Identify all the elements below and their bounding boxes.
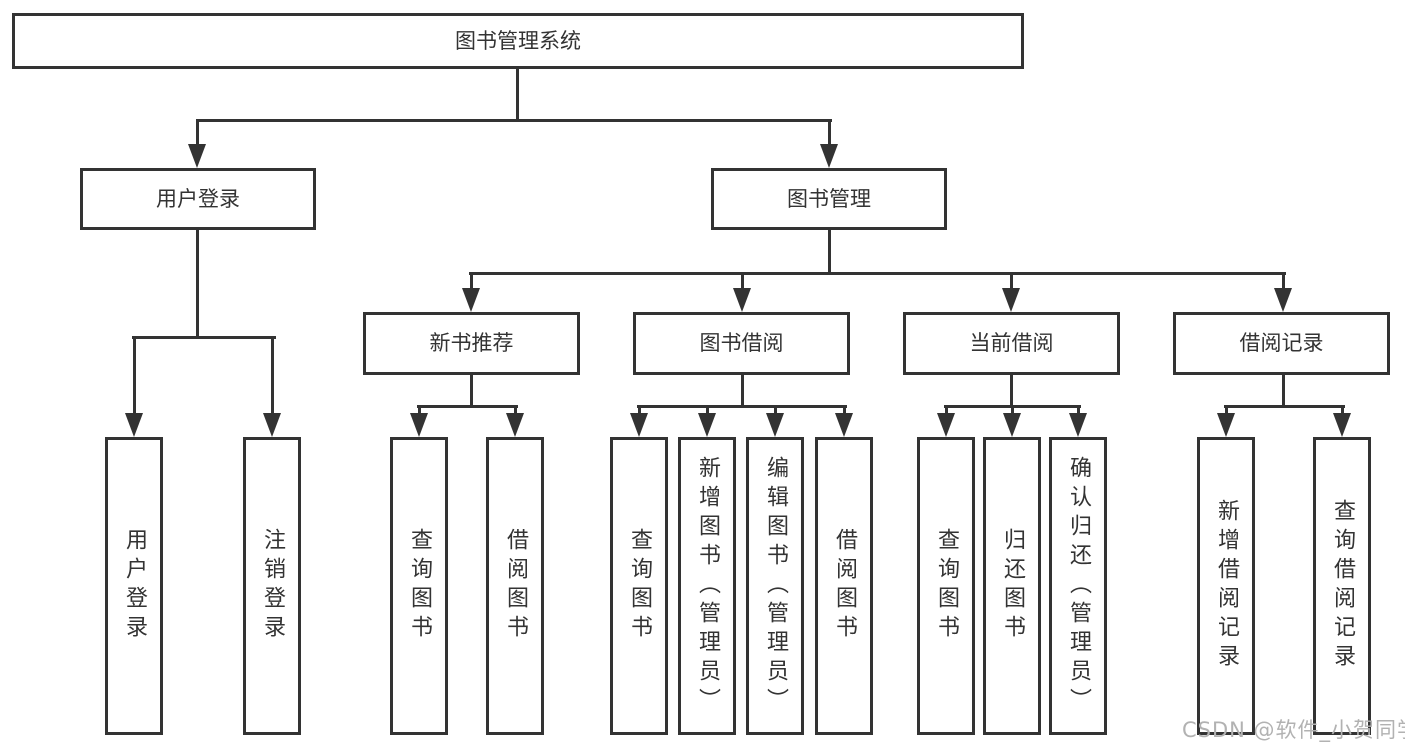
node-book-management: 图书管理	[711, 168, 947, 230]
arrowhead-add-book	[698, 413, 716, 437]
arrowhead-current-borrow	[1002, 288, 1020, 312]
leaf-return-book: 归还图书	[983, 437, 1041, 735]
connector-current-borrow-drop	[1010, 372, 1013, 408]
arrowhead-confirm-return	[1069, 413, 1087, 437]
node-book-borrow: 图书借阅	[633, 312, 850, 375]
connector-to-return-book	[1011, 405, 1014, 417]
csdn-watermark: CSDN @软件_小贺同学	[1182, 718, 1405, 742]
arrowhead-borrow-book-2	[835, 413, 853, 437]
leaf-query-book-current: 查询图书	[917, 437, 975, 735]
connector-level3-rail	[469, 272, 1286, 275]
connector-to-book-management	[828, 119, 831, 149]
arrowhead-query-record	[1333, 413, 1351, 437]
leaf-borrow-book-recommend: 借阅图书	[486, 437, 544, 735]
connector-to-borrow-book-2	[843, 405, 846, 417]
connector-book-borrow-rail	[637, 405, 847, 408]
arrowhead-borrow-record	[1274, 288, 1292, 312]
leaf-logout-login: 注销登录	[243, 437, 301, 735]
leaf-add-borrow-record: 新增借阅记录	[1197, 437, 1255, 735]
connector-to-user-login	[196, 119, 199, 149]
connector-to-current-borrow	[1010, 272, 1013, 292]
connector-to-edit-book	[774, 405, 777, 417]
connector-root-drop	[516, 66, 519, 122]
connector-book-borrow-drop	[741, 372, 744, 408]
arrowhead-book-management	[820, 144, 838, 168]
connector-new-book-rail	[417, 405, 518, 408]
leaf-add-book-admin: 新增图书（管理员）	[678, 437, 736, 735]
node-borrow-record: 借阅记录	[1173, 312, 1390, 375]
node-user-login: 用户登录	[80, 168, 316, 230]
connector-to-query-book-2	[638, 405, 641, 417]
arrowhead-query-book-3	[937, 413, 955, 437]
leaf-edit-book-admin: 编辑图书（管理员）	[746, 437, 804, 735]
leaf-confirm-return-admin: 确认归还（管理员）	[1049, 437, 1107, 735]
connector-to-query-book-1	[418, 405, 421, 417]
arrowhead-leaf-logout	[263, 413, 281, 437]
leaf-borrow-book: 借阅图书	[815, 437, 873, 735]
connector-borrow-record-rail	[1224, 405, 1345, 408]
leaf-query-book-recommend: 查询图书	[390, 437, 448, 735]
arrowhead-add-record	[1217, 413, 1235, 437]
connector-to-query-book-3	[945, 405, 948, 417]
node-library-management-system: 图书管理系统	[12, 13, 1024, 69]
connector-to-add-record	[1225, 405, 1228, 417]
connector-to-leaf-user-login	[133, 336, 136, 416]
connector-level2-rail	[196, 119, 832, 122]
connector-new-book-drop	[470, 372, 473, 408]
connector-user-login-rail	[132, 336, 276, 339]
connector-user-login-drop	[196, 227, 199, 339]
connector-to-borrow-record	[1282, 272, 1285, 292]
connector-to-new-book-recommend	[470, 272, 473, 292]
arrowhead-query-book-2	[630, 413, 648, 437]
arrowhead-edit-book	[766, 413, 784, 437]
arrowhead-new-book-recommend	[462, 288, 480, 312]
arrowhead-query-book-1	[410, 413, 428, 437]
arrowhead-user-login	[188, 144, 206, 168]
connector-to-confirm-return	[1077, 405, 1080, 417]
connector-to-add-book	[706, 405, 709, 417]
leaf-query-borrow-record: 查询借阅记录	[1313, 437, 1371, 735]
connector-to-book-borrow	[741, 272, 744, 292]
arrowhead-return-book	[1003, 413, 1021, 437]
connector-to-borrow-book-1	[514, 405, 517, 417]
node-new-book-recommend: 新书推荐	[363, 312, 580, 375]
arrowhead-leaf-user-login	[125, 413, 143, 437]
leaf-query-book-borrow: 查询图书	[610, 437, 668, 735]
leaf-user-login: 用户登录	[105, 437, 163, 735]
arrowhead-book-borrow	[733, 288, 751, 312]
connector-book-management-drop	[828, 227, 831, 275]
connector-borrow-record-drop	[1282, 372, 1285, 408]
arrowhead-borrow-book-1	[506, 413, 524, 437]
node-current-borrow: 当前借阅	[903, 312, 1120, 375]
connector-to-leaf-logout	[271, 336, 274, 416]
connector-to-query-record	[1341, 405, 1344, 417]
